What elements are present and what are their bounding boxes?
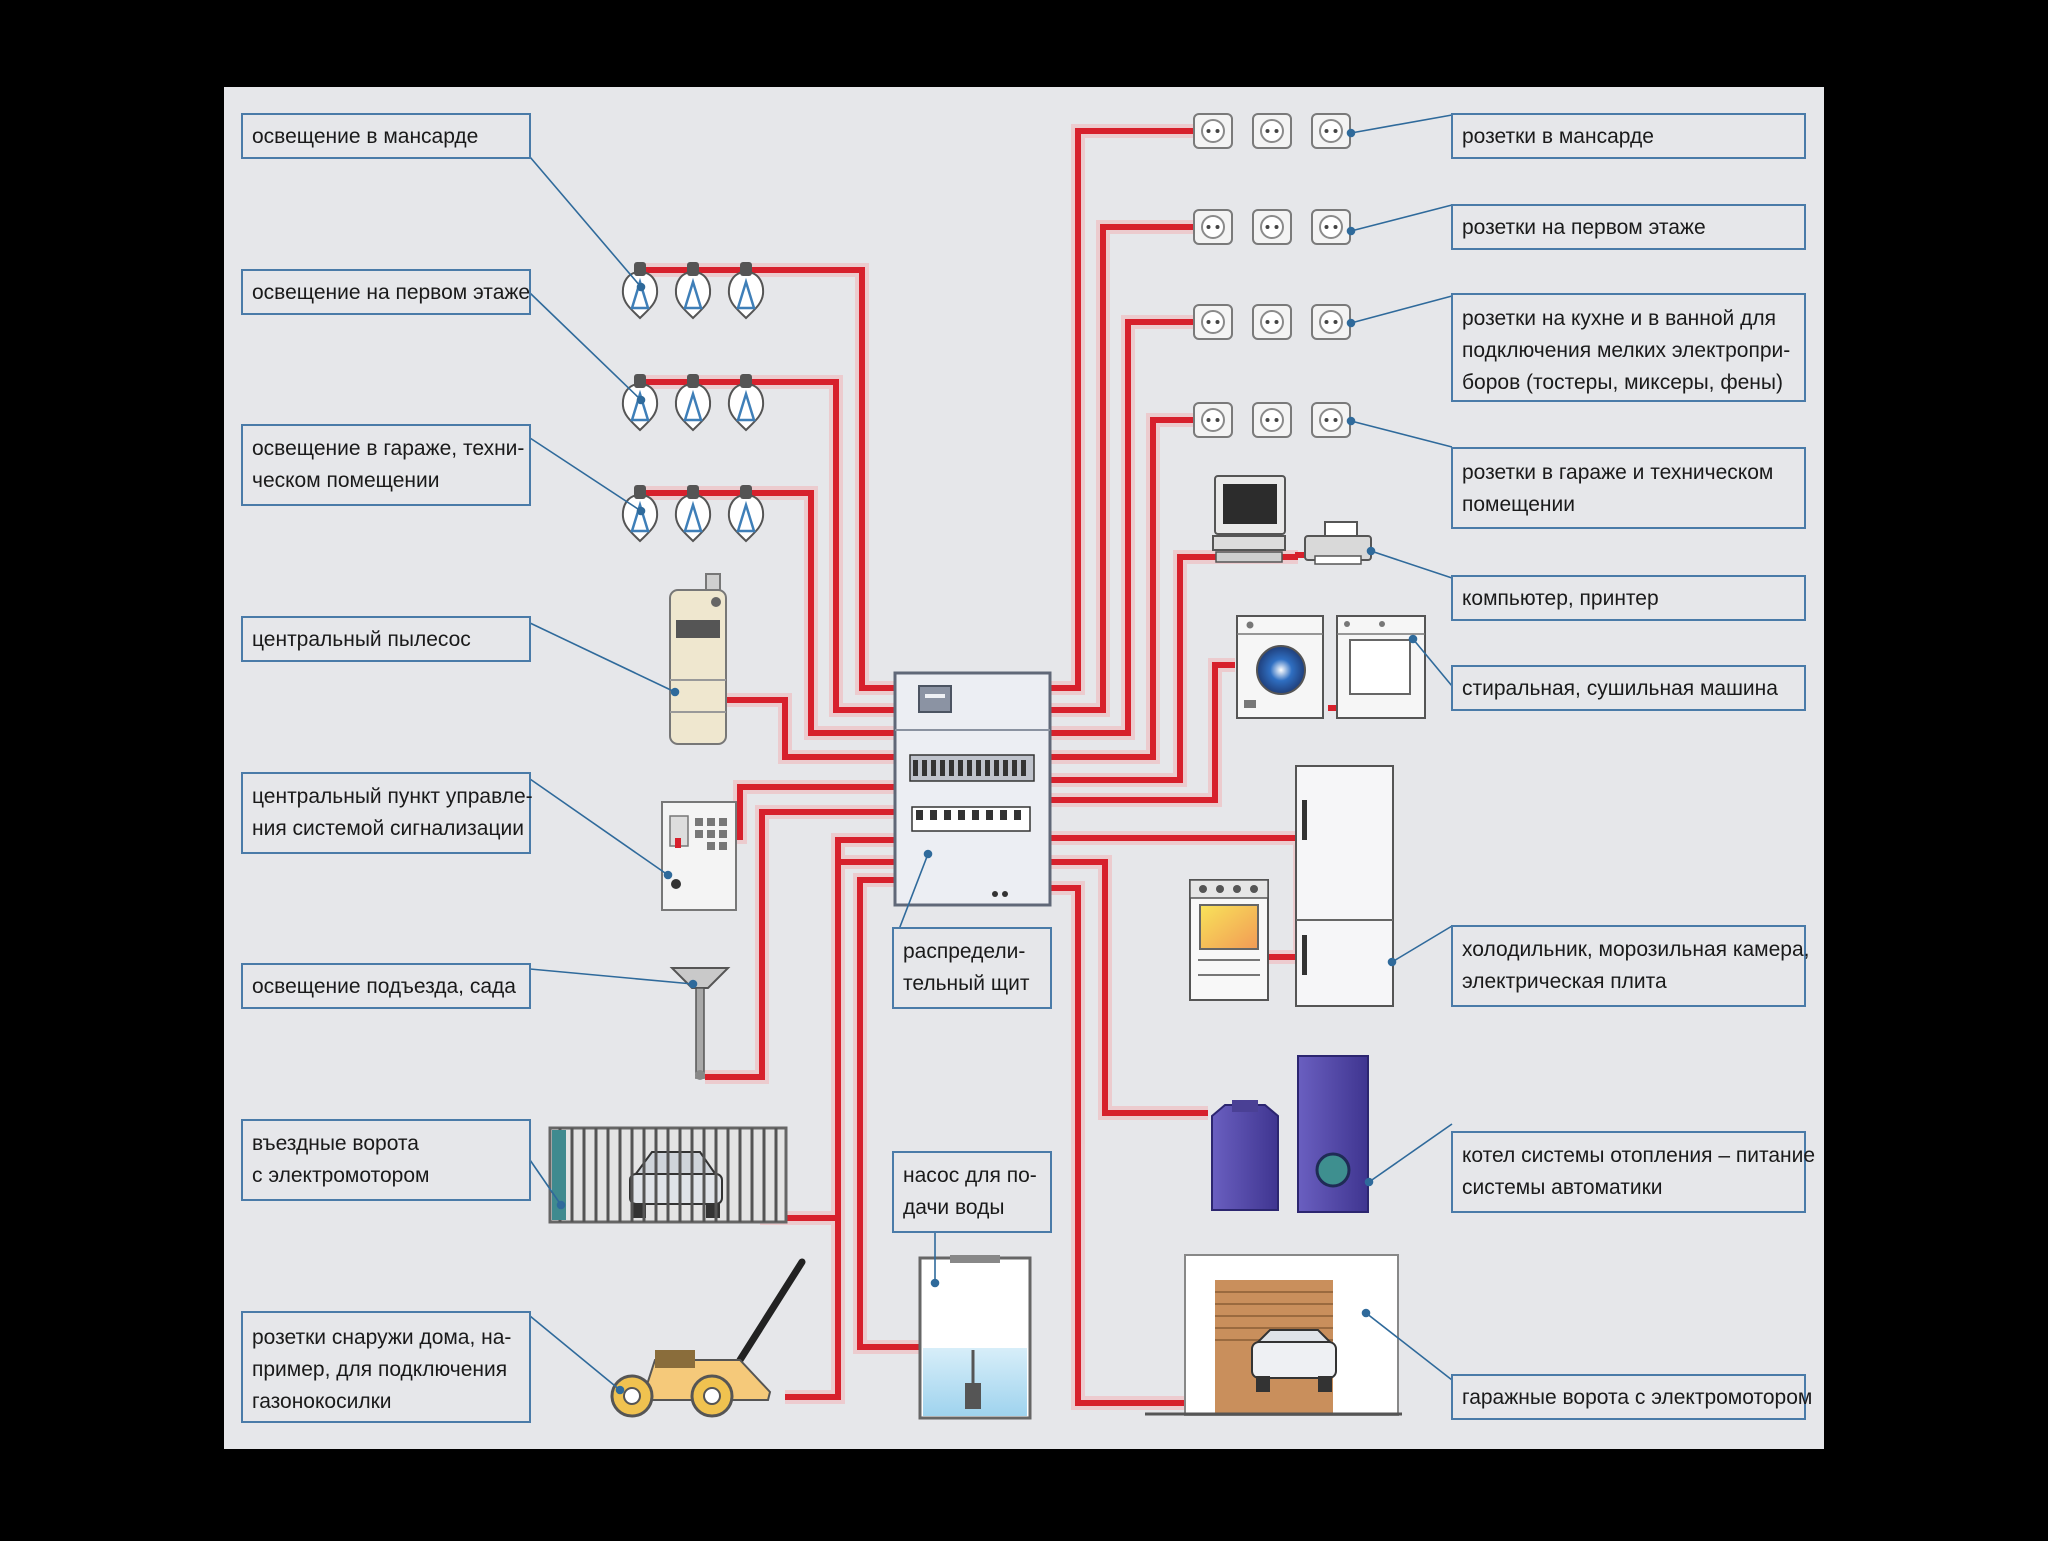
label-boxes [241,113,1806,1423]
wire-attic-sockets [1050,128,1193,691]
wire-vacuum [700,697,895,760]
wire-pump [857,877,925,1350]
boiler-icon [1211,1055,1369,1213]
distribution-panel-icon [893,671,1052,907]
label-washer: стиральная, сушильная машина [1462,677,1778,700]
label-gate-line2: с электромотором [252,1164,429,1187]
label-texts: освещение в мансарде освещение на первом… [252,125,1815,1413]
label-fridge-line1: холодильник, морозильная камера, [1462,938,1809,961]
label-outdoor-line1: розетки снаружи дома, на- [252,1326,511,1349]
label-attic-sockets: розетки в мансарде [1462,125,1654,148]
socket-icon [1252,304,1292,340]
socket-icon [1193,209,1233,245]
socket-icon [1311,402,1351,438]
lawn-mower-icon [610,1258,806,1418]
wire-ground-lighting [640,379,895,713]
attic-sockets [1193,113,1351,149]
label-outdoor-line3: газонокосилки [252,1390,392,1413]
wire-garage-door [1050,885,1185,1406]
refrigerator-icon [1295,765,1394,1007]
wire-garage-lighting [640,490,895,736]
label-garage-lighting-line1: освещение в гараже, техни- [252,437,524,460]
water-pump-icon [918,1255,1032,1420]
label-kitchen-line1: розетки на кухне и в ванной для [1462,307,1776,330]
socket-icon [1193,304,1233,340]
wire-boiler [1050,859,1208,1116]
socket-icon [1311,304,1351,340]
label-panel-line2: тельный щит [903,972,1030,995]
wire-outdoor-sockets [785,859,895,1400]
label-gate-line1: въездные ворота [252,1132,419,1155]
ground-sockets [1193,209,1351,245]
socket-icon [1252,402,1292,438]
label-kitchen-line2: подключения мелких электропри- [1462,339,1790,362]
socket-icon [1311,113,1351,149]
computer-icon [1212,475,1286,563]
entry-gate-icon [548,1126,788,1224]
label-garage-sockets-line2: помещении [1462,493,1575,516]
label-boiler-line2: системы автоматики [1462,1176,1663,1199]
label-pump-line2: дачи воды [903,1196,1004,1219]
socket-icon [1193,402,1233,438]
label-garage-door: гаражные ворота с электромотором [1462,1386,1812,1409]
garage-door-icon [1145,1254,1402,1416]
label-alarm-line2: ния системой сигнализации [252,817,524,840]
label-boiler-line1: котел системы отопления – питание [1462,1144,1815,1167]
label-panel-line1: распредели- [903,940,1025,963]
socket-icon [1252,113,1292,149]
wire-lines [640,128,1340,1406]
label-central-vacuum: центральный пылесос [252,628,471,651]
wiring [640,124,1340,1410]
label-garage-lighting-line2: ческом помещении [252,469,439,492]
wire-kitchen-sockets [1050,319,1193,736]
garden-lamp-icon [669,967,731,1080]
alarm-panel-icon [661,801,737,911]
wire-washer [1050,662,1235,803]
wire-ground-sockets [1050,224,1193,713]
label-kitchen-line3: боров (тостеры, миксеры, фены) [1462,371,1783,394]
socket-icon [1193,113,1233,149]
dryer-icon [1336,615,1426,719]
socket-icon [1311,209,1351,245]
label-attic-lighting: освещение в мансарде [252,125,478,148]
label-pump-line1: насос для по- [903,1164,1037,1187]
wire-garage-sockets [1050,417,1193,760]
label-garage-sockets-line1: розетки в гараже и техническом [1462,461,1773,484]
wire-porch-lighting [705,809,895,1080]
label-alarm-line1: центральный пункт управле- [252,785,533,808]
label-fridge-line2: электрическая плита [1462,970,1667,993]
label-ground-sockets: розетки на первом этаже [1462,216,1706,239]
label-porch-lighting: освещение подъезда, сада [252,975,516,998]
label-ground-lighting: освещение на первом этаже [252,281,530,304]
garage-sockets [1193,402,1351,438]
electric-stove-icon [1189,879,1269,1001]
washing-machine-icon [1236,615,1324,719]
label-computer: компьютер, принтер [1462,587,1659,610]
kitchen-sockets [1193,304,1351,340]
central-vacuum-icon [669,573,727,745]
label-outdoor-line2: пример, для подключения [252,1358,507,1381]
leader-lines [529,114,1453,1395]
socket-icon [1252,209,1292,245]
